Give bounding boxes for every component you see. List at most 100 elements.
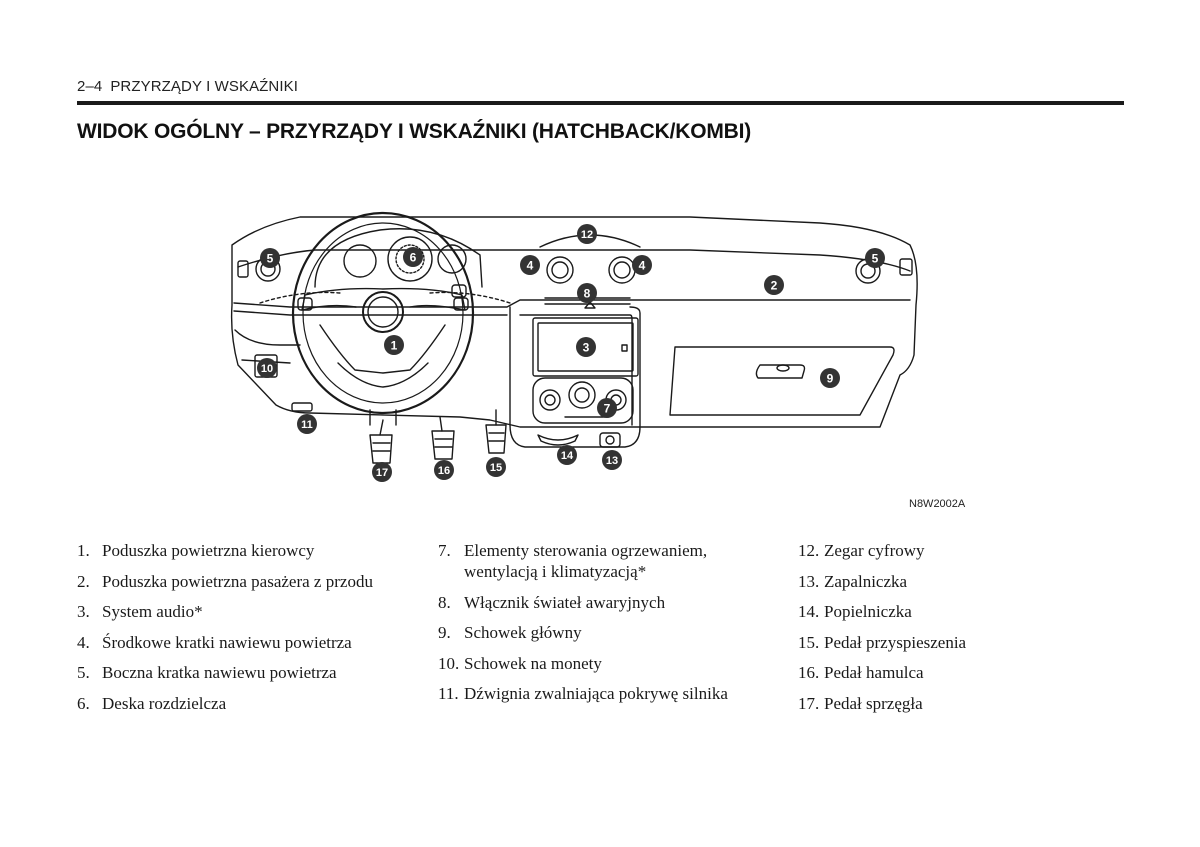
- svg-text:9: 9: [827, 372, 834, 386]
- svg-text:6: 6: [410, 251, 417, 265]
- svg-text:13: 13: [606, 455, 618, 467]
- section-title: PRZYRZĄDY I WSKAŹNIKI: [110, 78, 299, 95]
- legend-text: Schowek główny: [464, 623, 582, 642]
- callout-5-left: 5: [260, 248, 280, 268]
- legend-text: Poduszka powietrzna pasażera z przodu: [102, 571, 373, 591]
- legend-text: Boczna kratka nawiewu powietrza: [102, 663, 337, 682]
- legend-text: Popielniczka: [824, 602, 912, 621]
- svg-text:5: 5: [872, 252, 879, 266]
- legend-number: 8.: [438, 592, 451, 612]
- legend-number: 7.: [438, 541, 451, 560]
- svg-text:10: 10: [261, 363, 273, 375]
- legend-text: Włącznik świateł awaryjnych: [464, 592, 666, 612]
- legend-item: 13.Zapalniczka: [798, 571, 1098, 592]
- callout-8: 8: [577, 283, 597, 303]
- svg-text:7: 7: [604, 402, 611, 416]
- callout-11: 11: [297, 414, 317, 434]
- svg-text:12: 12: [581, 229, 593, 241]
- callout-10: 10: [257, 358, 277, 378]
- callout-4-right: 4: [632, 255, 652, 275]
- legend-item: 4.Środkowe kratki nawiewu powietrza: [77, 632, 417, 653]
- legend-item: 12.Zegar cyfrowy: [798, 540, 1098, 561]
- legend-number: 9.: [438, 623, 451, 642]
- callout-2: 2: [764, 275, 784, 295]
- legend-number: 6.: [77, 693, 90, 713]
- svg-text:3: 3: [583, 341, 590, 355]
- callout-14: 14: [557, 445, 577, 465]
- legend-item: 17.Pedał sprzęgła: [798, 693, 1098, 714]
- legend-number: 11.: [438, 684, 459, 703]
- callout-markers: 1 2 3 4 4 5 5 6 7 8 9 10 11 12 13 14 15 …: [257, 224, 885, 482]
- svg-text:14: 14: [561, 450, 574, 462]
- legend-item: 7. Elementy sterowania ogrzewaniem, wenty…: [438, 540, 768, 582]
- svg-text:16: 16: [438, 465, 450, 477]
- legend-text: Pedał sprzęgła: [824, 693, 923, 713]
- callout-3: 3: [576, 337, 596, 357]
- legend-text: Pedał hamulca: [824, 663, 924, 682]
- legend-number: 14.: [798, 602, 820, 621]
- legend-column-3: 12.Zegar cyfrowy 13.Zapalniczka 14.Popie…: [798, 540, 1098, 723]
- legend-text: Poduszka powietrzna kierowcy: [102, 541, 315, 560]
- legend-item: 9. Schowek główny: [438, 622, 768, 643]
- legend-column-2: 7. Elementy sterowania ogrzewaniem, wenty…: [438, 540, 768, 714]
- legend-text: Zapalniczka: [824, 571, 908, 591]
- legend-item: 10.Schowek na monety: [438, 653, 768, 674]
- callout-6: 6: [403, 247, 423, 267]
- svg-text:2: 2: [771, 279, 778, 293]
- legend-text: Zegar cyfrowy: [824, 541, 925, 560]
- legend-number: 15.: [798, 632, 820, 652]
- svg-text:8: 8: [584, 287, 591, 301]
- callout-1: 1: [384, 335, 404, 355]
- svg-text:15: 15: [490, 462, 502, 474]
- legend-item: 15.Pedał przyspieszenia: [798, 632, 1098, 653]
- callout-9: 9: [820, 368, 840, 388]
- legend-text: Deska rozdzielcza: [102, 693, 227, 713]
- legend-item: 2. Poduszka powietrzna pasażera z przodu: [77, 571, 417, 592]
- legend-number: 16.: [798, 663, 820, 682]
- legend-number: 17.: [798, 693, 820, 713]
- callout-16: 16: [434, 460, 454, 480]
- svg-text:11: 11: [301, 419, 313, 431]
- legend-item: 6. Deska rozdzielcza: [77, 693, 417, 714]
- legend-number: 1.: [77, 541, 90, 560]
- page-title: WIDOK OGÓLNY – PRZYRZĄDY I WSKAŹNIKI (HA…: [77, 120, 752, 143]
- legend-number: 10.: [438, 653, 460, 673]
- legend-item: 16.Pedał hamulca: [798, 662, 1098, 683]
- legend-number: 2.: [77, 571, 90, 591]
- legend-item: 3. System audio*: [77, 601, 417, 622]
- legend-number: 12.: [798, 541, 820, 560]
- svg-text:4: 4: [639, 259, 646, 273]
- legend-item: 11. Dźwignia zwalniająca pokrywę silnika: [438, 683, 768, 704]
- callout-4-left: 4: [520, 255, 540, 275]
- legend-column-1: 1. Poduszka powietrzna kierowcy 2. Poduszk…: [77, 540, 417, 723]
- callout-12: 12: [577, 224, 597, 244]
- svg-text:5: 5: [267, 252, 274, 266]
- legend-number: 13.: [798, 571, 820, 591]
- legend-number: 4.: [77, 632, 90, 652]
- callout-15: 15: [486, 457, 506, 477]
- callout-7: 7: [597, 398, 617, 418]
- page-header: 2–4 PRZYRZĄDY I WSKAŹNIKI: [77, 78, 298, 95]
- svg-text:4: 4: [527, 259, 534, 273]
- figure-code: N8W2002A: [909, 498, 966, 510]
- legend-item: 14.Popielniczka: [798, 601, 1098, 622]
- callout-5-right: 5: [865, 248, 885, 268]
- legend-text: System audio*: [102, 602, 203, 621]
- legend-item: 8. Włącznik świateł awaryjnych: [438, 592, 768, 613]
- legend-item: 1. Poduszka powietrzna kierowcy: [77, 540, 417, 561]
- legend-text: Dźwignia zwalniająca pokrywę silnika: [464, 684, 728, 703]
- callout-13: 13: [602, 450, 622, 470]
- header-rule: [77, 101, 1124, 105]
- svg-text:17: 17: [376, 467, 388, 479]
- legend-text: Schowek na monety: [464, 653, 602, 673]
- page-number: 2–4: [77, 78, 103, 95]
- dashboard-drawing: 1 2 3 4 4 5 5 6 7 8 9 10 11 12 13 14 15 …: [230, 211, 918, 482]
- svg-text:1: 1: [391, 339, 398, 353]
- dashboard-illustration: 1 2 3 4 4 5 5 6 7 8 9 10 11 12 13 14 15 …: [220, 195, 940, 495]
- legend-number: 3.: [77, 602, 90, 621]
- legend-number: 5.: [77, 663, 90, 682]
- legend-text: Pedał przyspieszenia: [824, 632, 967, 652]
- callout-17: 17: [372, 462, 392, 482]
- legend-text: Elementy sterowania ogrzewaniem, wentyla…: [464, 541, 708, 581]
- legend-item: 5. Boczna kratka nawiewu powietrza: [77, 662, 417, 683]
